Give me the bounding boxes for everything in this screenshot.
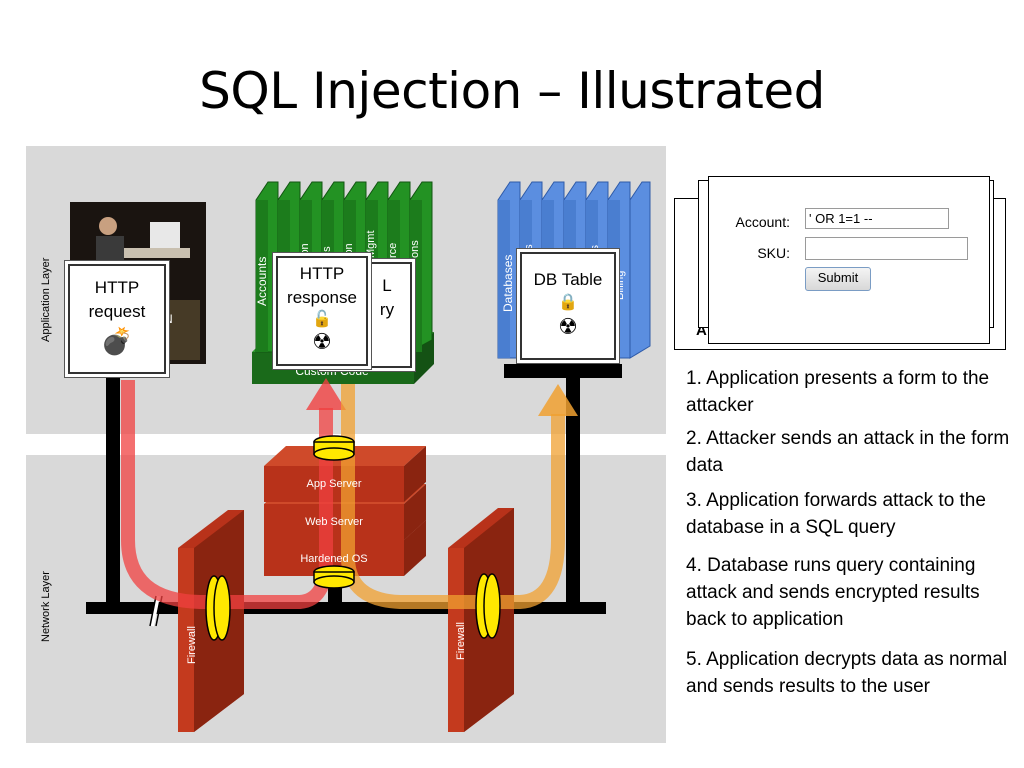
sku-label: SKU: bbox=[757, 245, 790, 261]
architecture-diagram bbox=[70, 181, 651, 732]
attacker-post bbox=[106, 372, 120, 608]
account-label: Account: bbox=[735, 214, 790, 230]
radiation-icon: ☢ bbox=[312, 329, 332, 354]
db-module-label-1: Databases bbox=[501, 254, 515, 312]
db-table-label: DB Table bbox=[533, 270, 603, 289]
attacker-label-fragment: N bbox=[164, 312, 173, 326]
step-3: 3. Application forwards attack to the da… bbox=[686, 490, 986, 538]
lock-firewall-left bbox=[205, 575, 231, 641]
lock-icon: 🔒 bbox=[558, 294, 578, 311]
sql-query-line1: L bbox=[382, 276, 392, 295]
server-stack bbox=[264, 446, 426, 576]
radiation-icon: ☢ bbox=[558, 314, 578, 339]
app-module-label-7: ons bbox=[409, 240, 421, 258]
app-module-label-6: rce bbox=[387, 242, 399, 258]
step-5: 5. Application decrypts data as normal a… bbox=[686, 649, 1008, 697]
lock-server-top bbox=[313, 435, 355, 461]
step-2: 2. Attacker sends an attack in the form … bbox=[686, 428, 1010, 476]
app-module-label-1: Accounts bbox=[255, 256, 269, 306]
step-4: 4. Database runs query containing attack… bbox=[686, 555, 980, 630]
firewall-right-label: Firewall bbox=[455, 622, 467, 660]
attack-arrowhead bbox=[306, 378, 346, 410]
sku-input[interactable] bbox=[805, 237, 968, 260]
http-response-line1: HTTP bbox=[299, 264, 345, 283]
results-arrowhead bbox=[538, 384, 578, 416]
bomb-icon: 💣 bbox=[100, 326, 134, 356]
slide-title: SQL Injection – Illustrated bbox=[199, 62, 825, 120]
hardened-os-label: Hardened OS bbox=[300, 553, 368, 565]
http-response-line2: response bbox=[287, 288, 357, 307]
network-break-mark bbox=[150, 595, 160, 627]
form-window bbox=[708, 176, 990, 344]
account-input[interactable] bbox=[805, 208, 949, 229]
form-back-letter: A bbox=[696, 322, 707, 339]
http-response-card: HTTP response 🔓 ☢ bbox=[276, 256, 368, 366]
submit-button[interactable]: Submit bbox=[805, 267, 871, 291]
firewall-left-label: Firewall bbox=[186, 626, 198, 664]
lock-server-bottom bbox=[313, 565, 355, 589]
http-request-line2: request bbox=[88, 302, 146, 321]
http-request-line1: HTTP bbox=[94, 278, 140, 297]
lock-firewall-right bbox=[475, 573, 501, 639]
db-post bbox=[566, 372, 580, 608]
sql-query-line2: ry bbox=[379, 300, 395, 319]
step-1: 1. Application presents a form to the at… bbox=[686, 368, 990, 416]
open-lock-icon: 🔓 bbox=[312, 311, 332, 328]
db-table-card: DB Table 🔒 ☢ bbox=[520, 252, 616, 360]
http-request-card: HTTP request 💣 bbox=[68, 264, 166, 374]
app-module-label-5: Mgmt bbox=[365, 230, 377, 259]
app-server-label: App Server bbox=[306, 478, 362, 490]
db-platform bbox=[504, 364, 622, 378]
web-server-label: Web Server bbox=[305, 516, 363, 528]
